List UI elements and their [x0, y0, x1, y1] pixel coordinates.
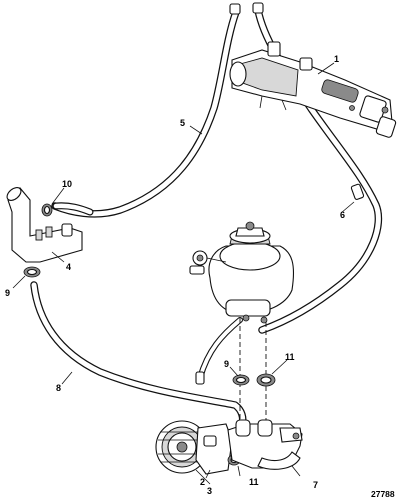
hose-6-ferrule [350, 183, 365, 200]
callout-6: 6 [340, 210, 345, 220]
callout-2: 2 [200, 477, 205, 487]
callout-10: 10 [62, 179, 72, 189]
hose-10-stub [52, 202, 94, 216]
callout-11-lower: 11 [249, 477, 259, 487]
callout-1: 1 [334, 54, 339, 64]
pump-fitting-2 [203, 435, 217, 447]
callout-4: 4 [66, 262, 71, 272]
callout-labels: 1 2 3 4 5 6 7 8 9 9 10 11 11 [5, 54, 345, 496]
leader-lines [12, 62, 355, 485]
power-steering-pump [155, 420, 241, 475]
hose-8 [30, 281, 247, 429]
callout-9-upper: 9 [5, 288, 10, 298]
hose-fitting-block [6, 187, 83, 278]
hose-5 [51, 8, 240, 218]
pump-body [195, 423, 233, 475]
cooler-assembly [229, 41, 397, 138]
figure-number: 27788 [371, 489, 395, 499]
clamp-11-upper [256, 373, 276, 387]
feed-hose-ferrule [195, 371, 205, 385]
callout-11-upper: 11 [285, 352, 295, 362]
callout-9-lower: 9 [224, 359, 229, 369]
reservoir-feed-hose [197, 317, 243, 381]
callout-3: 3 [207, 486, 212, 496]
callout-7: 7 [313, 480, 318, 490]
clamp-9-lower [232, 374, 250, 386]
cooler-end-cap [229, 61, 247, 87]
pump-manifold [227, 419, 303, 470]
callout-5: 5 [180, 118, 185, 128]
callout-8: 8 [56, 383, 61, 393]
reservoir-assembly [189, 221, 295, 324]
hose-5-end-fitting [229, 3, 241, 15]
hose-6-end-fitting [252, 2, 264, 14]
